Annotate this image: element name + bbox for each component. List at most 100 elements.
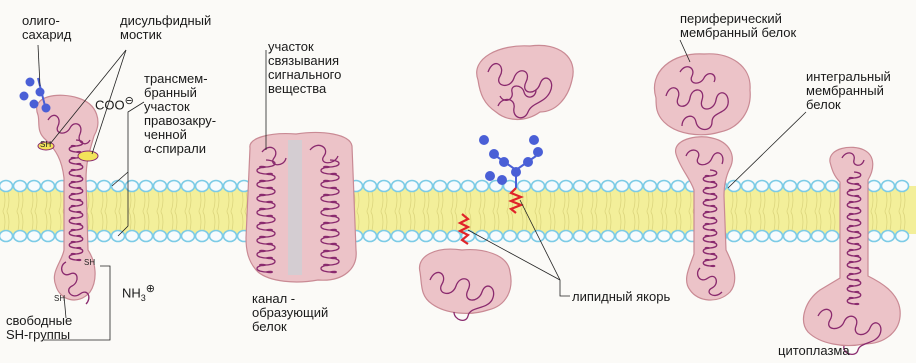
lipid-head bbox=[882, 181, 895, 192]
lipid-head bbox=[784, 231, 797, 242]
lipid-head bbox=[434, 231, 447, 242]
lipid-head bbox=[616, 231, 629, 242]
lipid-head bbox=[448, 231, 461, 242]
lipid-head bbox=[182, 181, 195, 192]
lipid-head bbox=[868, 231, 881, 242]
lipid-head bbox=[602, 231, 615, 242]
lipid-heads-outer bbox=[0, 181, 909, 192]
lipid-bilayer bbox=[0, 181, 916, 242]
lipid-head bbox=[770, 181, 783, 192]
lipid-head bbox=[868, 181, 881, 192]
lipid-head bbox=[140, 231, 153, 242]
sh-group-label: SH bbox=[54, 294, 65, 303]
sugar-residue bbox=[26, 78, 35, 87]
lipid-head bbox=[14, 231, 27, 242]
lipid-head bbox=[658, 181, 671, 192]
lipid-head bbox=[112, 181, 125, 192]
lipid-head bbox=[98, 181, 111, 192]
lipid-head bbox=[756, 181, 769, 192]
channel-forming-protein bbox=[246, 133, 356, 282]
lipid-head bbox=[378, 231, 391, 242]
lipid-head bbox=[896, 231, 909, 242]
lipid-head bbox=[742, 231, 755, 242]
lipid-head bbox=[42, 181, 55, 192]
lipid-head bbox=[518, 231, 531, 242]
sugar-residue bbox=[20, 92, 29, 101]
lipid-head bbox=[0, 231, 13, 242]
lipid-head bbox=[98, 231, 111, 242]
lipid-head bbox=[644, 231, 657, 242]
lipid-head bbox=[616, 181, 629, 192]
label-free-sh: свободные SH-группы bbox=[6, 314, 72, 342]
disulfide-bridge-marker bbox=[78, 151, 98, 161]
lipid-head bbox=[154, 181, 167, 192]
lipid-head bbox=[546, 181, 559, 192]
label-disulfide-bridge: дисульфидный мостик bbox=[120, 14, 211, 42]
lipid-head bbox=[546, 231, 559, 242]
label-channel-protein: канал - образующий белок bbox=[252, 292, 328, 334]
lipid-head bbox=[420, 181, 433, 192]
leader-integral bbox=[728, 112, 806, 188]
lipid-head bbox=[364, 231, 377, 242]
lipid-head bbox=[574, 231, 587, 242]
lipid-head bbox=[126, 231, 139, 242]
label-oligosaccharide: олиго- сахарид bbox=[22, 14, 71, 42]
sugar-residue bbox=[42, 104, 51, 113]
lipid-head bbox=[756, 231, 769, 242]
lipid-head bbox=[0, 181, 13, 192]
lipid-head bbox=[602, 181, 615, 192]
lipid-head bbox=[210, 231, 223, 242]
lipid-head bbox=[630, 231, 643, 242]
lipid-head bbox=[588, 231, 601, 242]
lipid-head bbox=[588, 181, 601, 192]
sugar-residue bbox=[36, 88, 45, 97]
nh-text: NH bbox=[122, 285, 141, 300]
anchored-protein-body bbox=[477, 45, 573, 119]
label-coo: COO⊖ bbox=[95, 94, 134, 112]
lipid-head bbox=[574, 181, 587, 192]
lipid-head bbox=[168, 181, 181, 192]
lipid-head bbox=[224, 231, 237, 242]
lipid-head bbox=[406, 181, 419, 192]
lipid-head bbox=[448, 181, 461, 192]
lipid-head bbox=[42, 231, 55, 242]
lipid-head bbox=[532, 181, 545, 192]
peripheral-membrane-protein bbox=[654, 54, 750, 135]
lipid-head bbox=[434, 181, 447, 192]
lipid-head bbox=[896, 181, 909, 192]
label-signal-binding: участок связывания сигнального вещества bbox=[268, 40, 341, 96]
lipid-head bbox=[504, 231, 517, 242]
lipid-head bbox=[560, 181, 573, 192]
lipid-head bbox=[196, 231, 209, 242]
lipid-head bbox=[28, 181, 41, 192]
lipid-head bbox=[476, 181, 489, 192]
lipid-head bbox=[490, 231, 503, 242]
lipid-head bbox=[14, 181, 27, 192]
lipid-head bbox=[742, 181, 755, 192]
lipid-head bbox=[672, 181, 685, 192]
lipid-head bbox=[812, 181, 825, 192]
sugar-residue bbox=[30, 100, 39, 109]
lipid-head bbox=[798, 231, 811, 242]
lipid-head bbox=[140, 181, 153, 192]
lipid-head bbox=[378, 181, 391, 192]
lipid-head bbox=[364, 181, 377, 192]
sh-group-label: SH bbox=[40, 140, 51, 149]
label-peripheral-protein: периферический мембранный белок bbox=[680, 12, 796, 40]
label-nh3: NH3⊕ bbox=[122, 282, 155, 303]
lipid-head bbox=[784, 181, 797, 192]
lipid-head bbox=[728, 231, 741, 242]
label-integral-protein: интегральный мембранный белок bbox=[806, 70, 891, 112]
label-transmembrane: трансмем- бранный участок правозакру- че… bbox=[144, 72, 216, 156]
lipid-head bbox=[196, 181, 209, 192]
lipid-head bbox=[882, 231, 895, 242]
lipid-head bbox=[224, 181, 237, 192]
lipid-head bbox=[826, 231, 839, 242]
lipid-head bbox=[826, 181, 839, 192]
label-lipid-anchor: липидный якорь bbox=[572, 290, 670, 304]
lipid-head bbox=[420, 231, 433, 242]
label-cytoplasm: цитоплазма bbox=[778, 344, 850, 358]
anchored-protein-body bbox=[419, 249, 511, 313]
lipid-anchored-protein-outer bbox=[477, 45, 573, 119]
